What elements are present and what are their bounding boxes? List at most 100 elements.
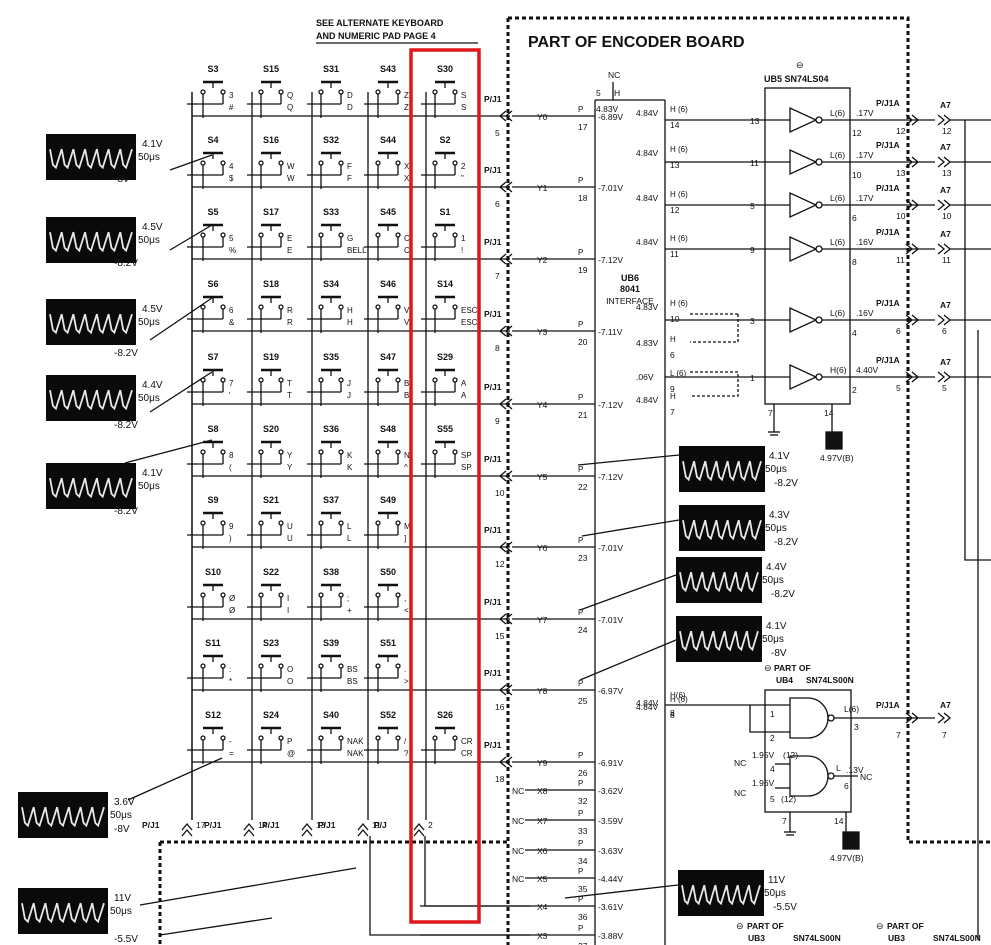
ub4-gnd-pin: 7 bbox=[782, 816, 787, 826]
bottom-pin: 17 bbox=[196, 820, 206, 830]
connector-chevron bbox=[937, 199, 946, 211]
switch-label: S6 bbox=[207, 279, 218, 289]
switch-contact bbox=[395, 449, 401, 455]
switch-label: S46 bbox=[380, 279, 396, 289]
key-legend: 1 bbox=[461, 234, 466, 243]
ub4-in-pin: 8 bbox=[670, 708, 675, 718]
key-legend-shift: + bbox=[347, 606, 352, 615]
ub5-in-pin: 3 bbox=[750, 316, 755, 326]
ub6-pin: 36 bbox=[578, 912, 588, 922]
ub4-in-wire2 bbox=[749, 705, 790, 733]
connector-chevron bbox=[504, 110, 513, 122]
ub6-pin: 19 bbox=[578, 265, 588, 275]
switch-contact bbox=[432, 232, 438, 238]
key-legend-shift: H bbox=[347, 318, 353, 327]
switch-contact bbox=[200, 663, 206, 669]
key-legend: D bbox=[347, 91, 353, 100]
vcc-box-label: 4 bbox=[831, 437, 836, 447]
switch-contact bbox=[220, 735, 226, 741]
switch-contact bbox=[452, 449, 458, 455]
switch-contact bbox=[395, 304, 401, 310]
switch-contact bbox=[395, 160, 401, 166]
pj1-pin: 8 bbox=[495, 343, 500, 353]
pj1a-pin: 6 bbox=[896, 326, 901, 336]
connector-chevron bbox=[905, 712, 914, 724]
scope-timebase: 50μs bbox=[138, 481, 160, 492]
connector-chevron bbox=[357, 828, 369, 837]
probe-arrow bbox=[159, 917, 273, 936]
switch-label: S29 bbox=[437, 352, 453, 362]
y-label: Y6 bbox=[537, 543, 548, 553]
switch-label: S49 bbox=[380, 495, 396, 505]
ub6-pin-voltage: 4.84V bbox=[636, 237, 659, 247]
key-legend: Z bbox=[404, 91, 409, 100]
scope-level: -8V bbox=[771, 648, 787, 659]
ub5-out-level: H(6) bbox=[830, 365, 847, 375]
connector-chevron bbox=[937, 156, 946, 168]
pj1-pin: 18 bbox=[495, 774, 505, 784]
switch-contact bbox=[452, 160, 458, 166]
switch-contact bbox=[278, 663, 284, 669]
ub5-in-pin: 11 bbox=[750, 158, 759, 168]
connector-chevron bbox=[243, 828, 255, 837]
voltage-label: -7.12V bbox=[598, 400, 623, 410]
switch-label: S16 bbox=[263, 135, 279, 145]
a7-pin: 7 bbox=[942, 730, 947, 740]
key-legend-shift: C bbox=[404, 246, 410, 255]
key-legend: 6 bbox=[229, 306, 234, 315]
bottom-pj: P/J bbox=[374, 820, 387, 830]
board-outline-right bbox=[508, 16, 991, 844]
bottom-pin: 14 bbox=[258, 820, 268, 830]
pj1-pin: 9 bbox=[495, 416, 500, 426]
scope-level: -8.2V bbox=[114, 348, 138, 359]
p-label: P bbox=[578, 839, 583, 848]
switch-label: S10 bbox=[205, 567, 221, 577]
ub5-out-voltage: .17V bbox=[856, 108, 874, 118]
ub6-pin: 21 bbox=[578, 410, 588, 420]
ub5-out-level: L(6) bbox=[830, 237, 845, 247]
pj1-label: P/J1 bbox=[484, 740, 502, 750]
ub5-out-voltage: .16V bbox=[856, 308, 874, 318]
switch-contact bbox=[432, 377, 438, 383]
y-label: Y2 bbox=[537, 255, 548, 265]
switch-contact bbox=[318, 304, 324, 310]
switch-contact bbox=[395, 592, 401, 598]
key-legend: SP bbox=[461, 451, 472, 460]
key-legend: B bbox=[404, 379, 409, 388]
inverter-gate bbox=[789, 191, 818, 219]
key-legend-shift: BELL bbox=[347, 246, 367, 255]
ub6-name: UB6 bbox=[621, 273, 639, 283]
ub5-out-level: L(6) bbox=[830, 108, 845, 118]
switch-label: S44 bbox=[380, 135, 396, 145]
switch-label: S21 bbox=[263, 495, 279, 505]
scope-voltage: 3.6V bbox=[114, 797, 135, 808]
switch-contact bbox=[318, 449, 324, 455]
ub6-pin: 33 bbox=[578, 826, 588, 836]
voltage-label: -7.11V bbox=[598, 327, 623, 337]
ub6-pin-num: 10 bbox=[670, 314, 680, 324]
key-legend: U bbox=[287, 522, 293, 531]
key-legend: , bbox=[404, 594, 406, 603]
key-legend-shift: J bbox=[347, 391, 351, 400]
ub6-pin-num: 12 bbox=[670, 205, 680, 215]
switch-label: S24 bbox=[263, 710, 279, 720]
scope-timebase: 50μs bbox=[110, 906, 132, 917]
voltage-label: -3.59V bbox=[598, 816, 623, 826]
inverter-bubble bbox=[815, 158, 823, 166]
vcc-box bbox=[825, 431, 843, 450]
key-legend-shift: = bbox=[229, 749, 234, 758]
voltage-label: -7.12V bbox=[598, 472, 623, 482]
key-legend-shift: Ø bbox=[229, 606, 235, 615]
scope-timebase: 50μs bbox=[138, 235, 160, 246]
ub4-pin: 1 bbox=[770, 709, 775, 719]
a7-label: A7 bbox=[940, 100, 951, 110]
key-legend: Ø bbox=[229, 594, 235, 603]
ub6-pin-level: H bbox=[670, 335, 676, 344]
switch-contact bbox=[395, 663, 401, 669]
probe-arrow bbox=[149, 297, 213, 341]
bottom-pj: P/J1 bbox=[262, 820, 280, 830]
y-label: Y3 bbox=[537, 327, 548, 337]
scope-timebase: 50μs bbox=[138, 152, 160, 163]
switch-contact bbox=[200, 160, 206, 166]
waveform-trace bbox=[682, 460, 762, 482]
